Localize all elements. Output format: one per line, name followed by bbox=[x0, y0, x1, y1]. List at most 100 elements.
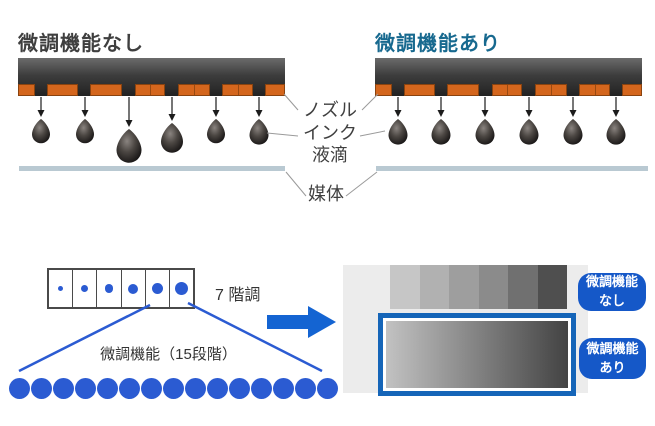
printhead-right bbox=[375, 58, 642, 96]
ejection-arrowhead-icon bbox=[394, 110, 402, 117]
fine-step-circle bbox=[163, 378, 184, 399]
fine-step-circle bbox=[207, 378, 228, 399]
badge-with-fine-adjustment: 微調機能 あり bbox=[579, 338, 646, 379]
ink-droplet bbox=[116, 129, 142, 163]
ejection-arrowhead-icon bbox=[37, 110, 45, 117]
ink-droplet bbox=[161, 123, 183, 153]
nozzle-segment-divider bbox=[594, 85, 596, 95]
ink-droplet bbox=[249, 119, 269, 145]
fine-step-circle bbox=[273, 378, 294, 399]
gradation-cell bbox=[73, 270, 98, 307]
ink-droplet-label-line2: 液滴 bbox=[312, 145, 348, 165]
nozzle-segment bbox=[18, 84, 35, 96]
gradation-box-row bbox=[47, 268, 195, 309]
nozzle-segment bbox=[375, 84, 392, 96]
gradation-dot bbox=[174, 282, 188, 295]
ink-connector-right bbox=[359, 130, 386, 137]
fine-step-circle bbox=[229, 378, 250, 399]
ejection-arrowhead-icon bbox=[437, 110, 445, 117]
ink-droplet bbox=[475, 119, 495, 145]
gradient-step-band bbox=[537, 265, 567, 309]
gradation-cell bbox=[97, 270, 122, 307]
nozzle-segment bbox=[492, 84, 522, 96]
nozzle-segment bbox=[535, 84, 567, 96]
media-label: 媒体 bbox=[308, 184, 344, 204]
ejection-arrowhead-icon bbox=[255, 110, 263, 117]
nozzle-segment bbox=[265, 84, 285, 96]
gradient-step-band bbox=[419, 265, 449, 309]
ink-droplets-right bbox=[388, 97, 626, 145]
media-bar-right bbox=[376, 166, 648, 171]
gradation-count-label: 7 階調 bbox=[215, 287, 261, 304]
media-bar-left bbox=[19, 166, 285, 171]
smooth-gradient bbox=[386, 321, 568, 388]
title-without-fine-adjustment: 微調機能なし bbox=[18, 33, 144, 55]
ejection-arrowhead-icon bbox=[612, 110, 620, 117]
gradation-cell bbox=[49, 270, 74, 307]
nozzle-segment bbox=[178, 84, 210, 96]
badge-yes-line1: 微調機能 bbox=[586, 340, 639, 356]
nozzle-segment bbox=[135, 84, 165, 96]
gradation-dot bbox=[57, 285, 64, 292]
magnify-line-left bbox=[18, 303, 151, 373]
ejection-arrowhead-icon bbox=[525, 110, 533, 117]
transform-arrow-icon bbox=[267, 306, 336, 338]
ink-droplets-left bbox=[32, 97, 269, 163]
badge-no-line1: 微調機能 bbox=[585, 274, 638, 290]
fine-step-circle bbox=[295, 378, 316, 399]
nozzle-segment-divider bbox=[507, 85, 508, 95]
badge-yes-line2: あり bbox=[599, 359, 626, 375]
ink-droplet bbox=[207, 119, 225, 144]
nozzle-label: ノズル bbox=[303, 100, 357, 120]
ink-droplet bbox=[76, 119, 94, 144]
nozzle-segment bbox=[579, 84, 610, 96]
gradient-step-band bbox=[449, 265, 479, 309]
fine-step-circle bbox=[97, 378, 118, 399]
ejection-arrowhead-icon bbox=[212, 110, 220, 117]
nozzle-segment bbox=[90, 84, 122, 96]
callout-connectors bbox=[266, 93, 386, 197]
printhead-left bbox=[18, 58, 285, 96]
fine-step-circle bbox=[185, 378, 206, 399]
nozzle-segment-divider bbox=[237, 85, 239, 95]
fine-step-circle bbox=[53, 378, 74, 399]
nozzle-segment bbox=[622, 84, 642, 96]
gradient-step-band bbox=[390, 265, 420, 309]
smooth-gradient-frame bbox=[378, 313, 576, 396]
ejection-arrowhead-icon bbox=[569, 110, 577, 117]
nozzle-segment bbox=[222, 84, 253, 96]
fine-step-circle bbox=[75, 378, 96, 399]
fine-step-circle bbox=[119, 378, 140, 399]
gradation-cell bbox=[122, 270, 146, 307]
fine-adjustment-steps-label: 微調機能（15段階） bbox=[100, 346, 237, 363]
ink-droplet bbox=[431, 119, 451, 145]
nozzle-segment-divider bbox=[194, 85, 195, 95]
media-connector-right bbox=[345, 171, 378, 197]
ejection-arrowhead-icon bbox=[481, 110, 489, 117]
ink-droplet bbox=[388, 119, 408, 145]
gradient-step-band bbox=[478, 265, 508, 309]
badge-without-fine-adjustment: 微調機能 なし bbox=[578, 273, 646, 311]
ejection-arrowhead-icon bbox=[168, 114, 176, 121]
gradation-dot bbox=[104, 284, 114, 293]
fine-step-circle bbox=[141, 378, 162, 399]
nozzle-segment-divider bbox=[551, 85, 552, 95]
fine-step-circle bbox=[31, 378, 52, 399]
badge-no-line2: なし bbox=[598, 293, 625, 308]
media-connector-left bbox=[285, 171, 307, 197]
magnify-wedge-lines bbox=[18, 301, 323, 373]
ink-connector-left bbox=[266, 132, 299, 137]
ejection-arrowhead-icon bbox=[81, 110, 89, 117]
ink-droplet bbox=[32, 119, 50, 144]
ink-droplet bbox=[606, 119, 626, 145]
ink-droplet-label-line1: インク bbox=[303, 123, 357, 143]
fine-step-circle bbox=[251, 378, 272, 399]
gradation-dot bbox=[151, 282, 164, 295]
nozzle-connector-right bbox=[361, 93, 379, 111]
fine-step-circle bbox=[317, 378, 338, 399]
stepped-gradient-bands bbox=[390, 265, 567, 309]
nozzle-connector-left bbox=[283, 93, 299, 111]
nozzle-segment-divider bbox=[150, 85, 151, 95]
